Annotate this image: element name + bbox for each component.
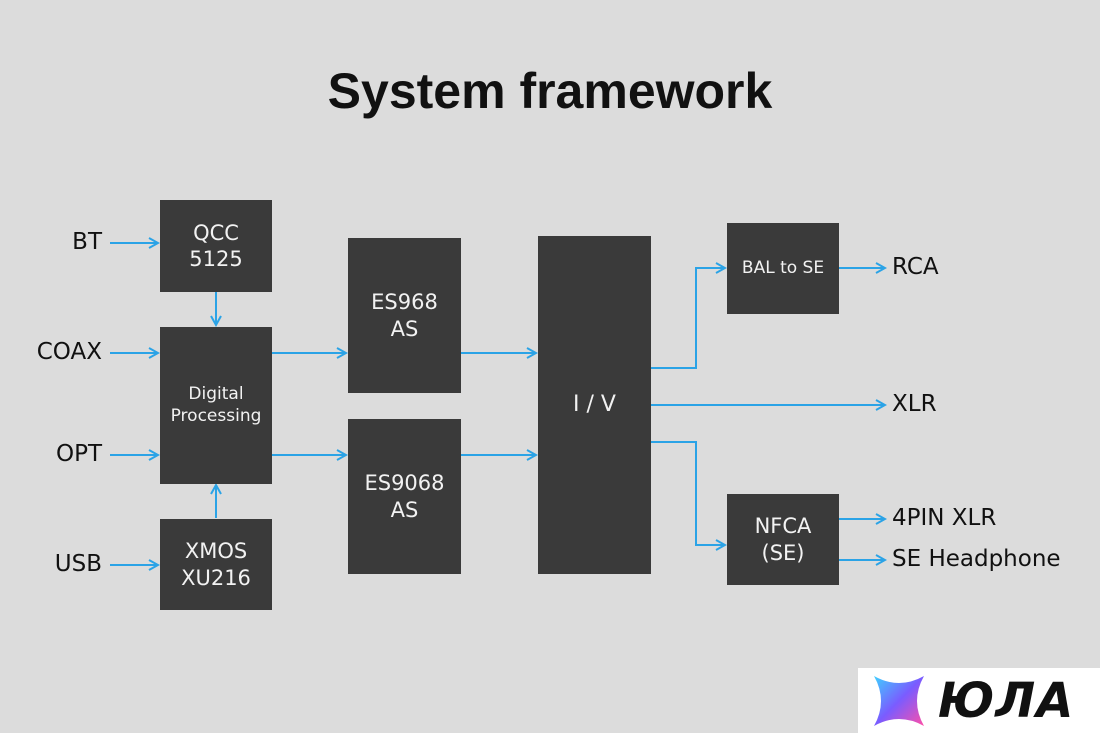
iv-block: I / V bbox=[538, 236, 651, 574]
yula-logo-text: ЮЛА bbox=[938, 672, 1075, 729]
yula-logo-icon bbox=[874, 675, 924, 726]
bal-to-se-block: BAL to SE bbox=[727, 223, 839, 314]
input-bt-label: BT bbox=[72, 229, 102, 255]
input-usb-label: USB bbox=[54, 551, 102, 577]
qcc5125-block: QCC 5125 bbox=[160, 200, 272, 292]
output-4pin-xlr-label: 4PIN XLR bbox=[892, 505, 997, 531]
xmos-xu216-block: XMOS XU216 bbox=[160, 519, 272, 610]
output-rca-label: RCA bbox=[892, 254, 939, 280]
es968-dac-block: ES968 AS bbox=[348, 238, 461, 393]
input-opt-label: OPT bbox=[55, 441, 102, 467]
page-title: System framework bbox=[327, 63, 773, 119]
arrow-iv-to-bal bbox=[651, 268, 725, 369]
output-xlr-label: XLR bbox=[892, 391, 937, 417]
yula-watermark: ЮЛА bbox=[858, 668, 1100, 733]
input-coax-label: COAX bbox=[36, 339, 102, 365]
arrow-iv-to-nfca bbox=[651, 441, 725, 545]
output-se-headphone-label: SE Headphone bbox=[892, 546, 1061, 572]
digital-processing-block: Digital Processing bbox=[160, 327, 272, 484]
es9068-dac-block: ES9068 AS bbox=[348, 419, 461, 574]
nfca-se-block: NFCA (SE) bbox=[727, 494, 839, 585]
